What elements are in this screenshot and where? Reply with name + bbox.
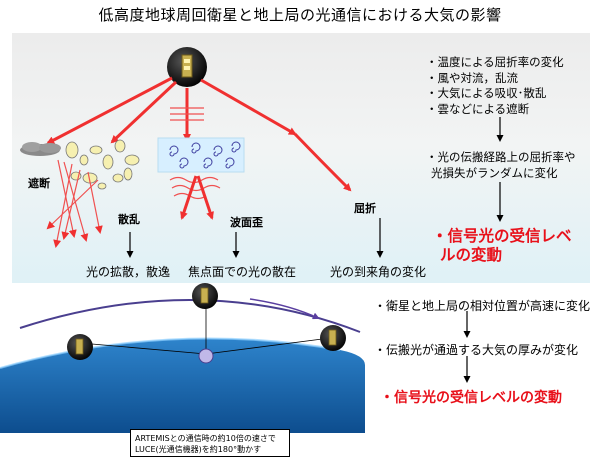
top-conclusion: ・信号光の受信レベ ルの変動 (432, 227, 572, 264)
path-change-text: ・光の伝搬経路上の屈折率や 光損失がランダムに変化 (426, 150, 576, 180)
cloud-icon (20, 142, 61, 156)
factor-item: ・雲などによる遮断 (426, 101, 530, 116)
page-title: 低高度地球周回衛星と地上局の光通信における大気の影響 (98, 6, 502, 24)
orbit-motion-arrow (249, 298, 320, 320)
earth-icon (0, 337, 365, 433)
turbulence-icon (157, 107, 245, 220)
satellite-icon-left (67, 334, 93, 360)
orbit-arc (19, 298, 361, 333)
effect-label-scattering: 散乱 (118, 213, 140, 226)
satellite-icon-top (192, 283, 218, 309)
factor-list: ・温度による屈折率の変化 ・風や対流，乱流 ・大気による吸収･散乱 ・雲などによ… (426, 55, 564, 117)
ground-station-icon (198, 348, 214, 364)
satellite-icon-right (320, 325, 346, 351)
line-of-sight (91, 305, 331, 355)
result-focal-plane: 焦点面での光の散在 (188, 265, 297, 279)
effect-label-blocking: 遮断 (28, 177, 50, 190)
factor-item: ・風や対流，乱流 (426, 70, 518, 85)
satellite-icon (167, 47, 207, 87)
result-diffusion: 光の拡散，散逸 (86, 265, 171, 279)
bottom-conclusion: ・信号光の受信レベルの変動 (380, 390, 562, 406)
effect-label-refraction: 屈折 (354, 202, 376, 215)
factor-item: ・温度による屈折率の変化 (426, 55, 564, 69)
scattered-rays (46, 159, 103, 248)
bottom-item-thickness: ・伝搬光が通過する大気の厚みが変化 (374, 343, 579, 357)
factor-item: ・大気による吸収･散乱 (426, 86, 547, 100)
result-arrows (126, 117, 504, 258)
scattering-particles-icon (65, 139, 140, 190)
result-arrival-angle: 光の到来角の変化 (330, 265, 427, 279)
effect-label-wavefront: 波面歪 (230, 216, 263, 229)
note-box: ARTEMISとの通信時の約10倍の速さで LUCE(光通信機器)を約180°動… (130, 429, 290, 457)
bottom-item-position: ・衛星と地上局の相対位置が高速に変化 (374, 299, 591, 313)
